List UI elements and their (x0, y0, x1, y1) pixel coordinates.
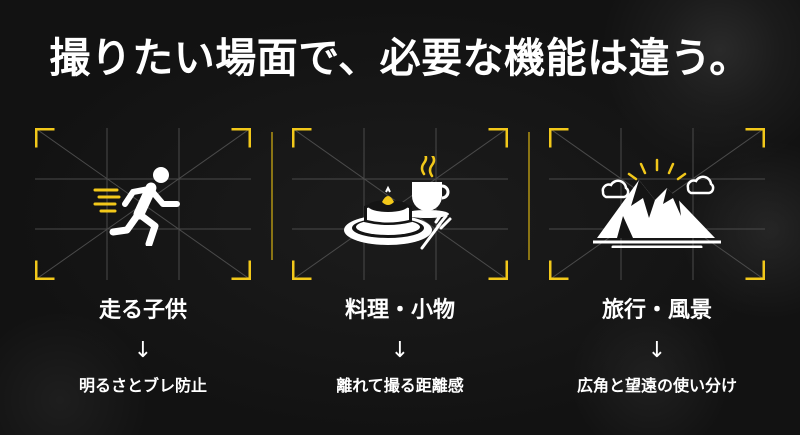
scene-feature: 離れて撮る距離感 (336, 376, 464, 395)
down-arrow-icon: ↓ (133, 338, 153, 363)
running-person-icon (93, 167, 180, 246)
scene-label: 料理・小物 (344, 298, 455, 323)
column-divider (271, 132, 273, 260)
scene-feature: 広角と望遠の使い分け (576, 376, 737, 395)
viewfinder-frame-landscape (549, 128, 765, 280)
scene-label: 走る子供 (98, 298, 187, 323)
down-arrow-icon: ↓ (647, 338, 667, 363)
column-divider (528, 132, 530, 260)
mountain-landscape-icon (593, 158, 721, 248)
viewfinder-frame-running (35, 128, 251, 280)
scene-feature: 明るさとブレ防止 (78, 376, 207, 395)
viewfinder-frame-food (292, 128, 508, 280)
scene-label: 旅行・風景 (601, 298, 712, 323)
food-dish-icon (344, 156, 452, 250)
page-title: 撮りたい場面で、必要な機能は違う。 (49, 34, 751, 82)
down-arrow-icon: ↓ (390, 338, 410, 363)
